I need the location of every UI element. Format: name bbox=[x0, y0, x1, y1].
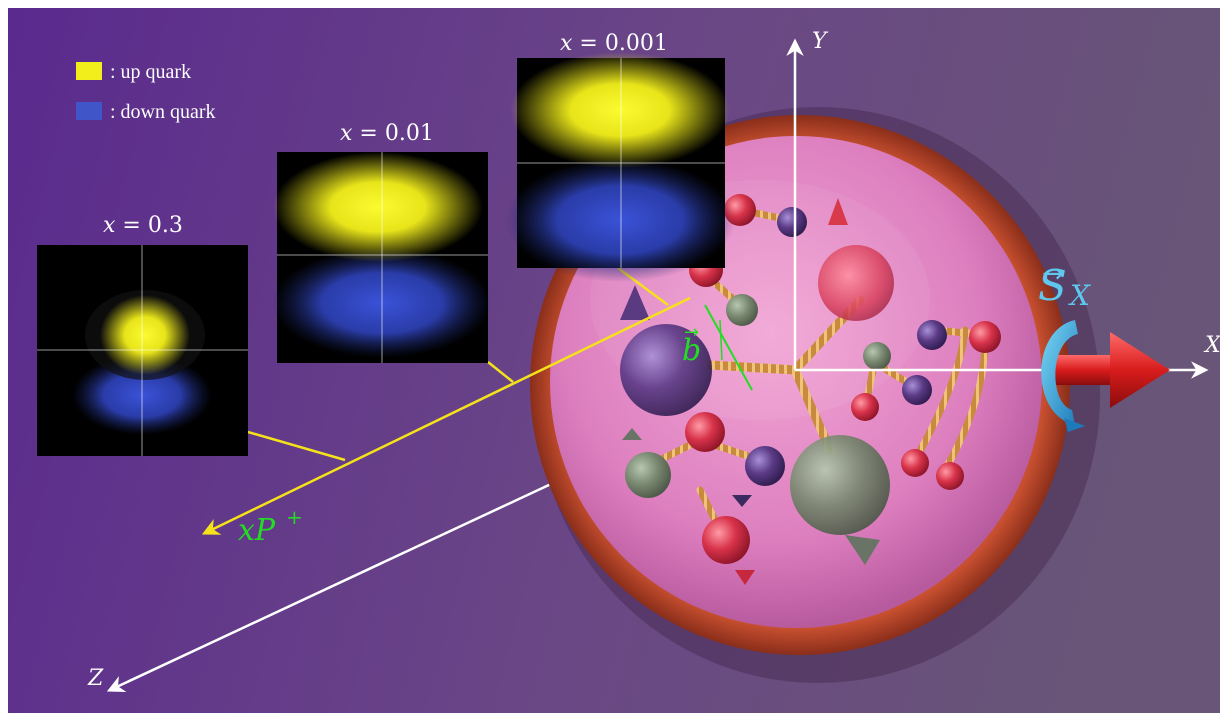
svg-text:X: X bbox=[1068, 279, 1091, 312]
red-quark bbox=[702, 516, 750, 564]
legend: : up quark : down quark bbox=[76, 61, 216, 123]
red-quark bbox=[685, 412, 725, 452]
up-quark-label: : up quark bbox=[110, 61, 191, 83]
spin-rotation-icon bbox=[1041, 320, 1078, 425]
spin-label: → S X bbox=[1038, 259, 1091, 312]
red-quark bbox=[969, 321, 1001, 353]
quark-spin-arrow bbox=[732, 495, 752, 507]
momentum-label: xP + bbox=[238, 505, 303, 548]
quark-spin-arrow bbox=[828, 198, 848, 225]
big-purple-quark bbox=[620, 324, 712, 416]
red-quark bbox=[936, 462, 964, 490]
red-quark bbox=[901, 449, 929, 477]
quark-spin-arrow bbox=[620, 285, 650, 320]
density-panel-x-0-3: x = 0.3 bbox=[37, 213, 248, 456]
quark-spin-arrow bbox=[622, 428, 642, 440]
z-axis-label: Z bbox=[87, 666, 104, 691]
big-grey-quark bbox=[790, 435, 890, 535]
purple-quark bbox=[917, 320, 947, 350]
grey-quark bbox=[625, 452, 671, 498]
down-quark-swatch bbox=[76, 102, 102, 120]
quark-spin-arrow bbox=[735, 570, 755, 585]
density-panel-x-0-001: x = 0.001 bbox=[505, 31, 735, 282]
svg-text:→: → bbox=[684, 322, 699, 343]
proton-spin-arrow bbox=[1041, 320, 1170, 432]
svg-text:→: → bbox=[1042, 259, 1064, 289]
svg-text:+: + bbox=[286, 505, 303, 529]
impact-parameter: → b bbox=[682, 304, 753, 391]
red-quark bbox=[851, 393, 879, 421]
purple-quark bbox=[902, 375, 932, 405]
purple-quark bbox=[777, 207, 807, 237]
panel-label: x = 0.3 bbox=[103, 213, 183, 238]
y-axis-label: Y bbox=[812, 29, 829, 54]
purple-quark bbox=[745, 446, 785, 486]
panel-label: x = 0.001 bbox=[560, 31, 668, 56]
svg-text:S: S bbox=[1038, 261, 1067, 310]
svg-text:b: b bbox=[682, 333, 701, 368]
panel-label: x = 0.01 bbox=[340, 121, 434, 146]
big-red-quark bbox=[818, 245, 894, 321]
grey-quark bbox=[726, 294, 758, 326]
quark-spin-arrow bbox=[845, 535, 880, 565]
grey-quark bbox=[863, 342, 891, 370]
svg-text:xP: xP bbox=[238, 513, 276, 548]
density-panel-x-0-01: x = 0.01 bbox=[272, 121, 492, 363]
down-quark-label: : down quark bbox=[110, 101, 216, 123]
x-axis-label: X bbox=[1203, 333, 1222, 358]
up-quark-swatch bbox=[76, 62, 102, 80]
